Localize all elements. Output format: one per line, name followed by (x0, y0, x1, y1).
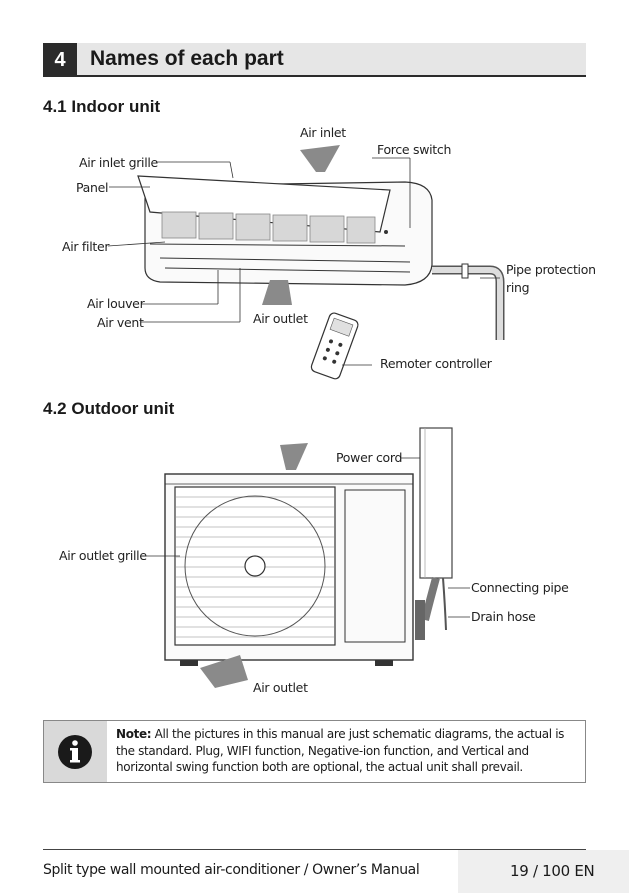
label-pipe-protection-ring-1: Pipe protection (506, 262, 596, 277)
label-air-inlet: Air inlet (300, 125, 346, 140)
note-icon-cell (44, 721, 107, 782)
section-number: 4 (43, 43, 77, 77)
label-connecting-pipe: Connecting pipe (471, 580, 569, 595)
label-pipe-protection-ring-2: ring (506, 280, 530, 295)
info-icon (58, 735, 92, 769)
remote-controller-graphic (310, 312, 359, 380)
label-force-switch: Force switch (377, 142, 452, 157)
connecting-pipe-graphic (421, 576, 440, 621)
indoor-heading: 4.1 Indoor unit (43, 97, 161, 116)
footer-page-bg (458, 850, 629, 893)
drain-hose-graphic (442, 577, 447, 631)
air-inlet-arrow (300, 145, 340, 172)
pipe-protection-ring-graphic (461, 263, 469, 279)
label-remote-controller: Remoter controller (380, 356, 492, 371)
note-body: All the pictures in this manual are just… (116, 727, 565, 774)
section-title: Names of each part (90, 47, 284, 70)
outdoor-top-arrow (280, 443, 308, 470)
label-power-cord: Power cord (336, 450, 403, 465)
label-panel: Panel (76, 180, 109, 195)
label-air-outlet-grille: Air outlet grille (59, 548, 147, 563)
note-box (43, 720, 586, 783)
label-air-outlet-indoor: Air outlet (253, 311, 308, 326)
section-header-bar (77, 43, 586, 77)
label-air-vent: Air vent (97, 315, 144, 330)
label-air-louver: Air louver (87, 296, 145, 311)
label-drain-hose: Drain hose (471, 609, 536, 624)
air-outlet-arrow (262, 280, 292, 305)
outdoor-air-outlet-arrow (200, 655, 248, 688)
note-text: Note: All the pictures in this manual ar… (116, 726, 578, 776)
note-label: Note: (116, 727, 152, 741)
outdoor-heading: 4.2 Outdoor unit (43, 399, 175, 418)
label-air-outlet-outdoor: Air outlet (253, 680, 308, 695)
label-air-inlet-grille: Air inlet grille (79, 155, 158, 170)
footer-manual-title: Split type wall mounted air-conditioner … (43, 862, 420, 878)
air-filter-graphic (161, 211, 376, 244)
footer-page-number: 19 / 100 EN (510, 862, 595, 880)
label-air-filter: Air filter (62, 239, 110, 254)
footer-rule (43, 849, 586, 850)
